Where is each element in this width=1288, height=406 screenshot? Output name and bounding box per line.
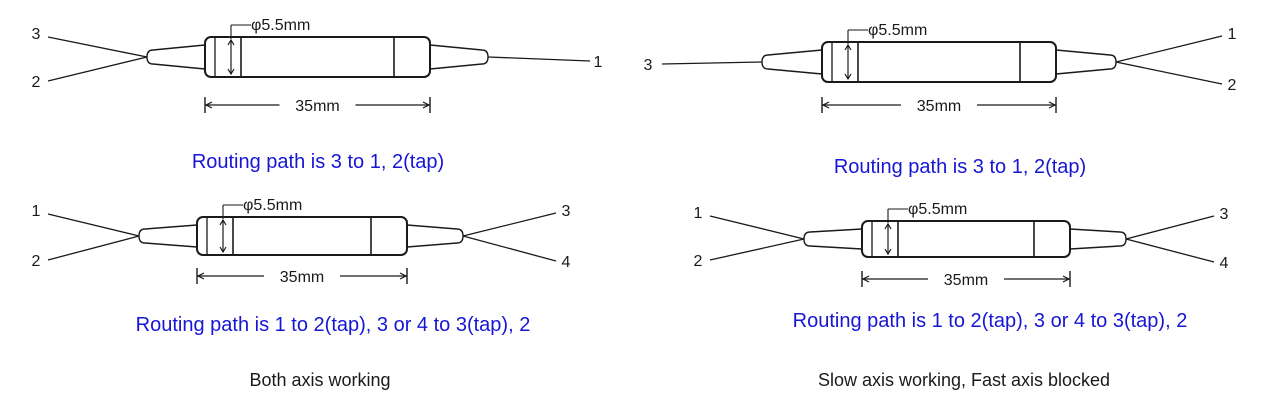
left-ferrule (803, 228, 863, 250)
port-label: 2 (32, 74, 41, 91)
diameter-arrowhead (219, 218, 227, 226)
right-ferrule (1055, 49, 1117, 75)
port-label: 2 (694, 253, 703, 270)
coupler-body (196, 216, 408, 256)
port-label: 3 (562, 203, 571, 220)
dimension-arrowhead (196, 272, 205, 280)
diameter-arrowhead (884, 248, 892, 256)
coupler-body (204, 36, 431, 78)
dimension-arrowhead (204, 101, 213, 109)
dimension-arrowhead (861, 275, 870, 283)
diameter-label: φ5.5mm (868, 22, 927, 39)
diameter-label: φ5.5mm (251, 17, 310, 34)
port-label: 1 (694, 205, 703, 222)
port-label: 3 (1220, 206, 1229, 223)
coupler-body (861, 220, 1071, 258)
routing-path-text: Routing path is 3 to 1, 2(tap) (192, 151, 444, 173)
routing-path-text: Routing path is 1 to 2(tap), 3 or 4 to 3… (793, 310, 1188, 332)
left-ferrule (138, 224, 198, 248)
fiber (47, 56, 148, 82)
fiber (661, 61, 763, 65)
caption-both-axis: Both axis working (249, 370, 391, 390)
fiber (1125, 215, 1215, 240)
left-ferrule (146, 44, 206, 70)
length-label: 35mm (280, 269, 324, 286)
caption-slow-axis: Slow axis working, Fast axis blocked (817, 370, 1111, 390)
fiber (1125, 238, 1215, 263)
right-ferrule (406, 224, 464, 248)
port-label: 3 (32, 26, 41, 43)
port-label: 4 (1220, 255, 1229, 272)
diameter-arrowhead (844, 73, 852, 81)
dimension-arrowhead (821, 101, 830, 109)
fiber (487, 56, 591, 62)
dimension-arrowhead (1048, 101, 1057, 109)
left-ferrule (761, 49, 823, 75)
fiber (709, 238, 805, 261)
diameter-label: φ5.5mm (908, 201, 967, 218)
coupler-body (821, 41, 1057, 83)
fiber (462, 235, 557, 262)
port-label: 1 (594, 54, 603, 71)
dimension-arrowhead (422, 101, 431, 109)
diameter-label: φ5.5mm (243, 197, 302, 214)
port-label: 2 (32, 253, 41, 270)
port-label: 4 (562, 254, 571, 271)
port-label: 3 (644, 57, 653, 74)
fiber (47, 36, 148, 58)
diameter-arrowhead (227, 38, 235, 46)
diameter-arrowhead (227, 68, 235, 76)
dimension-arrowhead (399, 272, 408, 280)
right-ferrule (429, 44, 489, 70)
routing-path-text: Routing path is 3 to 1, 2(tap) (834, 156, 1086, 178)
diameter-arrowhead (219, 246, 227, 254)
fiber (1115, 35, 1223, 63)
right-ferrule (1069, 228, 1127, 250)
length-label: 35mm (917, 98, 961, 115)
length-label: 35mm (944, 272, 988, 289)
routing-path-text: Routing path is 1 to 2(tap), 3 or 4 to 3… (136, 314, 531, 336)
fiber (1115, 61, 1223, 85)
port-label: 1 (1228, 26, 1237, 43)
dimension-arrowhead (1062, 275, 1071, 283)
length-label: 35mm (295, 98, 339, 115)
fiber (462, 212, 557, 237)
fiber (47, 235, 140, 261)
port-label: 1 (32, 203, 41, 220)
port-label: 2 (1228, 77, 1237, 94)
fiber (709, 215, 805, 240)
diameter-arrowhead (884, 222, 892, 230)
fiber (47, 213, 140, 237)
diameter-arrowhead (844, 43, 852, 51)
